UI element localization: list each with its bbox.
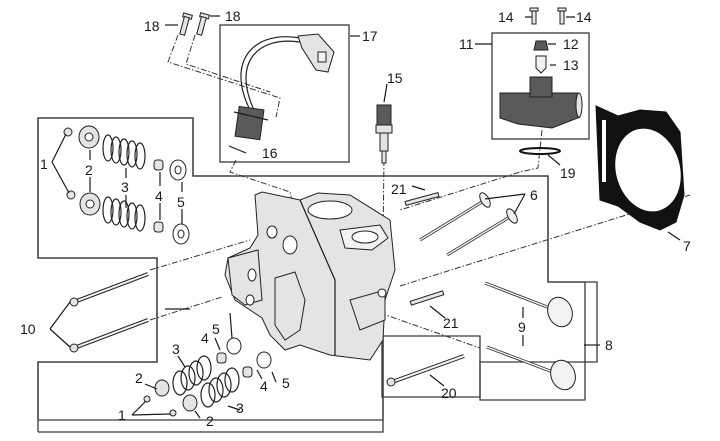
callout-5-lower-right: 5 (282, 375, 290, 391)
group-box-thermostat-11 (491, 32, 590, 140)
thermostat-housing-11 (499, 40, 583, 129)
callout-1-upper: 1 (40, 156, 48, 172)
callout-3-lower-left: 3 (172, 341, 180, 357)
stud-21-upper (404, 192, 440, 206)
callout-1-lower: 1 (118, 407, 126, 423)
callout-2-lower-right: 2 (206, 413, 214, 429)
callout-21-upper: 21 (391, 181, 407, 197)
group-box-left-valve-upper (38, 117, 549, 282)
callout-4-lower-right: 4 (260, 378, 268, 394)
group-box-sensor-17 (219, 24, 350, 163)
o-ring-19 (519, 147, 561, 155)
callout-18-right: 18 (225, 8, 241, 24)
callout-2-upper: 2 (85, 162, 93, 178)
callout-13: 13 (563, 57, 579, 73)
callout-18-left: 18 (144, 18, 160, 34)
callout-15: 15 (387, 70, 403, 86)
temperature-sensor-15 (375, 104, 393, 164)
callout-7: 7 (683, 238, 691, 254)
callout-3-upper: 3 (121, 179, 129, 195)
callout-5-lower-left: 5 (212, 321, 220, 337)
sensor-17 (228, 33, 335, 154)
callout-labels: 1 2 3 4 5 10 5 4 3 2 1 2 3 4 5 18 18 17 … (20, 8, 691, 429)
callout-8: 8 (605, 337, 613, 353)
callout-12: 12 (563, 36, 579, 52)
callout-19: 19 (560, 165, 576, 181)
callout-6: 6 (530, 187, 538, 203)
screw-18-right (196, 12, 210, 36)
callout-9: 9 (518, 319, 526, 335)
callout-21-lower: 21 (443, 315, 459, 331)
callout-14-left: 14 (498, 9, 514, 25)
callout-2-lower-left: 2 (135, 370, 143, 386)
callout-11: 11 (459, 36, 474, 52)
cylinder-head (224, 191, 396, 361)
head-gasket-7 (595, 105, 685, 231)
callout-17: 17 (362, 28, 378, 44)
callout-10: 10 (20, 321, 36, 337)
group-box-left-valve-side (37, 118, 158, 432)
screw-18-left (179, 12, 193, 36)
callout-20: 20 (441, 385, 457, 401)
callout-3-lower-right: 3 (236, 400, 244, 416)
valve-spring-set-lower (143, 337, 272, 417)
stud-21-lower (409, 290, 445, 306)
callout-4-lower-left: 4 (201, 330, 209, 346)
callout-14-right: 14 (576, 9, 592, 25)
leader-lines (49, 15, 681, 419)
valve-spring-set-upper (63, 125, 190, 245)
exhaust-valves-9 (484, 281, 576, 391)
callout-16: 16 (262, 145, 278, 161)
stud-bolts-10 (69, 272, 149, 353)
bolt-20 (386, 354, 465, 387)
group-box-bottom (38, 281, 586, 433)
callout-4-upper: 4 (155, 188, 163, 204)
callout-5-upper: 5 (177, 194, 185, 210)
screws-14 (529, 7, 567, 25)
intake-valves-6 (419, 192, 518, 257)
